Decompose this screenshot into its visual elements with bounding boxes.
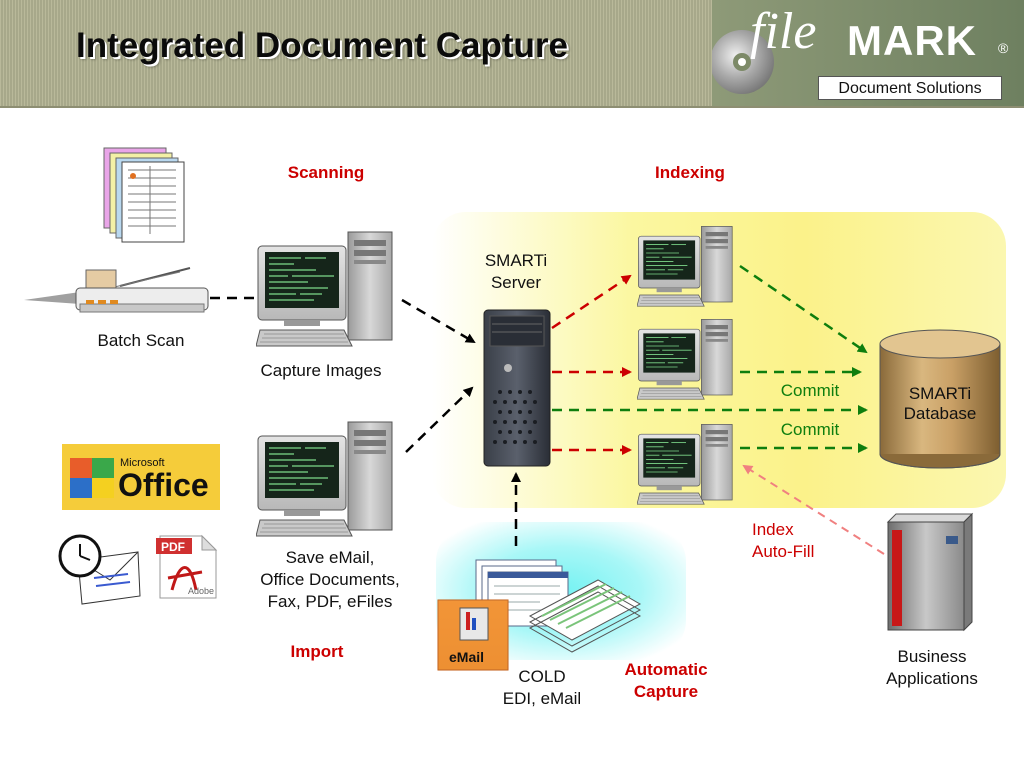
save-email-line-3: Fax, PDF, eFiles	[267, 592, 393, 611]
logo-word-file: file	[750, 3, 817, 60]
pdf-file-icon: PDF Adobe	[156, 534, 218, 599]
microsoft-office-logo: Microsoft Office	[62, 444, 220, 510]
arrow-import-to-server	[405, 386, 474, 453]
index-autofill-line-2: Auto-Fill	[752, 542, 815, 561]
logo-subtitle: Document Solutions	[818, 76, 1002, 100]
pdf-label: PDF	[161, 540, 185, 554]
import-computer-icon	[256, 421, 393, 537]
indexing-computer-1-icon	[637, 225, 733, 307]
cold-line-1: COLD	[518, 667, 566, 686]
scanner-icon	[24, 267, 209, 313]
email-badge: eMail	[437, 599, 509, 671]
automatic-capture-line-2: Capture	[633, 682, 699, 701]
smarti-server-line-1: SMARTi	[484, 251, 548, 270]
logo-registered: ®	[998, 40, 1009, 56]
capture-images-label: Capture Images	[260, 361, 382, 380]
smarti-server-label: SMARTi Server	[466, 250, 566, 294]
section-label-indexing: Indexing	[655, 163, 725, 182]
index-autofill-line-1: Index	[752, 520, 794, 539]
smarti-server-icon	[483, 309, 551, 467]
office-logo-small-text: Microsoft	[120, 457, 165, 469]
commit-label-1: Commit	[780, 381, 840, 400]
commit-label-2: Commit	[780, 420, 840, 439]
automatic-capture-line-1: Automatic	[624, 660, 708, 679]
section-label-import: Import	[290, 642, 344, 661]
capture-images-computer-icon	[256, 231, 393, 347]
clock-email-icon	[58, 534, 141, 605]
save-email-label: Save eMail, Office Documents, Fax, PDF, …	[238, 547, 422, 613]
business-applications-label: Business Applications	[866, 646, 998, 690]
arrow-index-1-to-database	[739, 264, 868, 354]
business-applications-icon	[886, 512, 974, 632]
arrow-capture-to-server	[401, 298, 476, 344]
document-stack-icon	[103, 147, 185, 243]
cold-label: COLD EDI, eMail	[486, 666, 598, 710]
smarti-database-line-2: Database	[903, 404, 977, 423]
index-autofill-label: Index Auto-Fill	[752, 519, 842, 563]
cold-line-2: EDI, eMail	[502, 689, 582, 708]
page-title: Integrated Document Capture	[76, 26, 568, 65]
adobe-label: Adobe	[188, 586, 214, 596]
indexing-computer-2-icon	[637, 318, 733, 400]
smarti-database-icon	[879, 329, 1001, 469]
office-logo-big-text: Office	[118, 467, 209, 503]
section-label-scanning: Scanning	[287, 163, 365, 182]
smarti-server-line-2: Server	[490, 273, 542, 292]
business-apps-line-2: Applications	[886, 669, 978, 688]
logo-word-mark: MARK	[847, 17, 977, 64]
save-email-line-2: Office Documents,	[260, 570, 400, 589]
green-bar-paper-icon	[528, 579, 642, 653]
cold-documents-icon	[475, 559, 642, 653]
batch-scan-label: Batch Scan	[97, 331, 185, 350]
smarti-database-label: SMARTi Database	[882, 384, 998, 424]
cd-disc-icon	[712, 30, 774, 94]
business-apps-line-1: Business	[897, 647, 967, 666]
email-badge-label: eMail	[449, 649, 484, 665]
save-email-line-1: Save eMail,	[285, 548, 375, 567]
section-label-automatic-capture: Automatic Capture	[606, 659, 726, 703]
smarti-database-line-1: SMARTi	[908, 384, 972, 403]
indexing-computer-3-icon	[637, 423, 733, 505]
